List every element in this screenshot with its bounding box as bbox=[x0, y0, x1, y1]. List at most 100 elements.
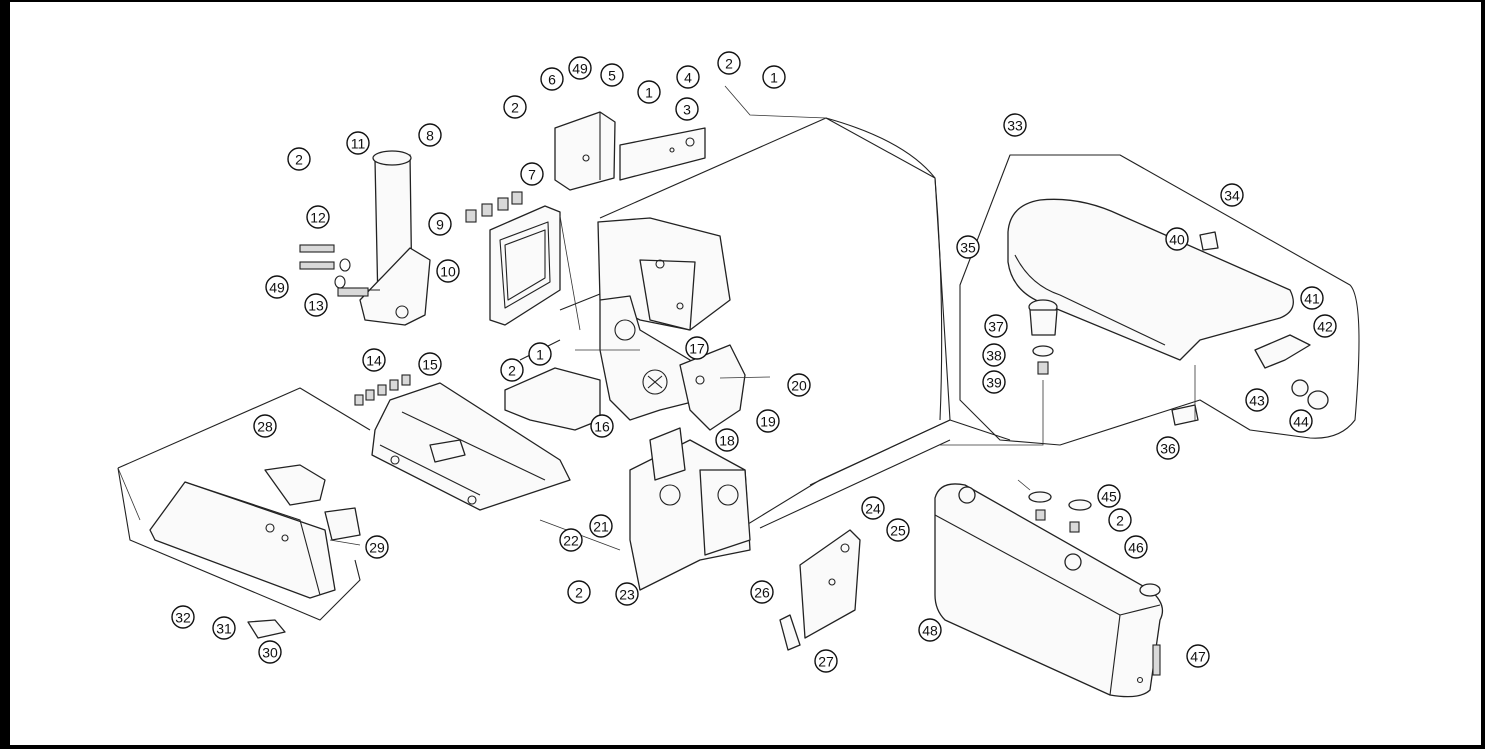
callout-circle bbox=[567, 580, 591, 604]
callout-circle bbox=[886, 518, 910, 542]
callout-bubble: 3 bbox=[675, 97, 699, 121]
callout-circle bbox=[762, 65, 786, 89]
callout-label: 13 bbox=[308, 298, 324, 314]
callout-bubble: 33 bbox=[1003, 113, 1027, 137]
callout-bubble: 14 bbox=[362, 348, 386, 372]
callout-circle bbox=[675, 97, 699, 121]
callout-bubble: 46 bbox=[1124, 535, 1148, 559]
callout-label: 28 bbox=[257, 419, 273, 435]
callout-label: 19 bbox=[760, 414, 776, 430]
callout-circle bbox=[814, 649, 838, 673]
callout-bubble: 2 bbox=[503, 95, 527, 119]
callout-bubble: 2 bbox=[500, 358, 524, 382]
callout-label: 45 bbox=[1101, 489, 1117, 505]
callout-label: 12 bbox=[310, 210, 326, 226]
callout-label: 7 bbox=[528, 167, 536, 183]
callout-label: 36 bbox=[1160, 441, 1176, 457]
table-33 bbox=[959, 154, 1360, 446]
callout-circle bbox=[528, 342, 552, 366]
callout-circle bbox=[982, 343, 1006, 367]
callout-circle bbox=[1003, 113, 1027, 137]
tray-28 bbox=[117, 387, 371, 621]
callout-bubble: 16 bbox=[590, 414, 614, 438]
callout-circle bbox=[520, 162, 544, 186]
callout-bubble: 22 bbox=[559, 528, 583, 552]
base-plate-15 bbox=[371, 382, 571, 511]
callout-circle bbox=[253, 414, 277, 438]
callout-bubble: 23 bbox=[615, 582, 639, 606]
callout-bubble: 2 bbox=[717, 51, 741, 75]
callout-bubble: 17 bbox=[685, 336, 709, 360]
callout-circle bbox=[1165, 227, 1189, 251]
washers-45 bbox=[1028, 491, 1092, 533]
callout-circle bbox=[589, 514, 613, 538]
callout-bubble: 27 bbox=[814, 649, 838, 673]
callout-label: 18 bbox=[719, 433, 735, 449]
callout-label: 35 bbox=[960, 240, 976, 256]
callout-label: 24 bbox=[865, 501, 881, 517]
callout-circle bbox=[306, 205, 330, 229]
clip-30 bbox=[247, 619, 286, 639]
callout-label: 1 bbox=[770, 70, 778, 86]
callout-circle bbox=[559, 528, 583, 552]
callout-bubble: 47 bbox=[1186, 644, 1210, 668]
callout-circle bbox=[1220, 183, 1244, 207]
callout-circle bbox=[1245, 388, 1269, 412]
callout-label: 48 bbox=[922, 623, 938, 639]
callout-label: 25 bbox=[890, 523, 906, 539]
callout-bubble: 24 bbox=[861, 496, 885, 520]
callout-label: 44 bbox=[1293, 414, 1309, 430]
callout-label: 20 bbox=[791, 378, 807, 394]
callout-bubble: 38 bbox=[982, 343, 1006, 367]
callout-bubble: 29 bbox=[365, 535, 389, 559]
callout-circle bbox=[171, 605, 195, 629]
callout-bubble: 6 bbox=[540, 67, 564, 91]
callout-label: 42 bbox=[1317, 319, 1333, 335]
callout-label: 37 bbox=[988, 319, 1004, 335]
callout-bubble: 8 bbox=[418, 123, 442, 147]
callout-bubble: 21 bbox=[589, 514, 613, 538]
bolt-47 bbox=[1152, 644, 1161, 676]
callout-label: 2 bbox=[575, 585, 583, 601]
callout-label: 41 bbox=[1304, 291, 1320, 307]
screws-14 bbox=[354, 374, 411, 406]
callout-circle bbox=[365, 535, 389, 559]
callout-label: 11 bbox=[351, 136, 366, 152]
callout-label: 2 bbox=[508, 363, 516, 379]
callout-label: 2 bbox=[1116, 513, 1124, 529]
callout-bubble: 19 bbox=[756, 409, 780, 433]
callout-circle bbox=[717, 51, 741, 75]
callout-label: 5 bbox=[608, 68, 616, 84]
callout-bubble: 1 bbox=[637, 80, 661, 104]
callout-circle bbox=[1186, 644, 1210, 668]
callout-label: 34 bbox=[1224, 188, 1240, 204]
callout-circle bbox=[918, 618, 942, 642]
callout-bubble: 48 bbox=[918, 618, 942, 642]
callout-circle bbox=[637, 80, 661, 104]
callout-bubble: 28 bbox=[253, 414, 277, 438]
callout-label: 2 bbox=[295, 152, 303, 168]
callout-circle bbox=[600, 63, 624, 87]
callout-bubble: 10 bbox=[436, 259, 460, 283]
lower-casting bbox=[504, 367, 751, 591]
callout-bubble: 31 bbox=[212, 616, 236, 640]
callout-label: 14 bbox=[366, 353, 382, 369]
callout-bubble: 37 bbox=[984, 314, 1008, 338]
callout-circle bbox=[568, 56, 592, 80]
callout-bubble: 2 bbox=[567, 580, 591, 604]
callout-label: 4 bbox=[684, 70, 692, 86]
callout-bubble: 36 bbox=[1156, 436, 1180, 460]
callout-circle bbox=[346, 131, 370, 155]
callout-circle bbox=[750, 580, 774, 604]
callout-label: 23 bbox=[619, 587, 635, 603]
callout-bubble: 7 bbox=[520, 162, 544, 186]
tank-48 bbox=[934, 483, 1164, 698]
callout-label: 31 bbox=[216, 621, 232, 637]
callout-label: 17 bbox=[689, 341, 705, 357]
upper-housing bbox=[597, 217, 731, 331]
callout-label: 26 bbox=[754, 585, 770, 601]
callout-label: 2 bbox=[725, 56, 733, 72]
bracket-24 bbox=[799, 529, 861, 639]
callout-circle bbox=[428, 212, 452, 236]
callout-circle bbox=[590, 414, 614, 438]
